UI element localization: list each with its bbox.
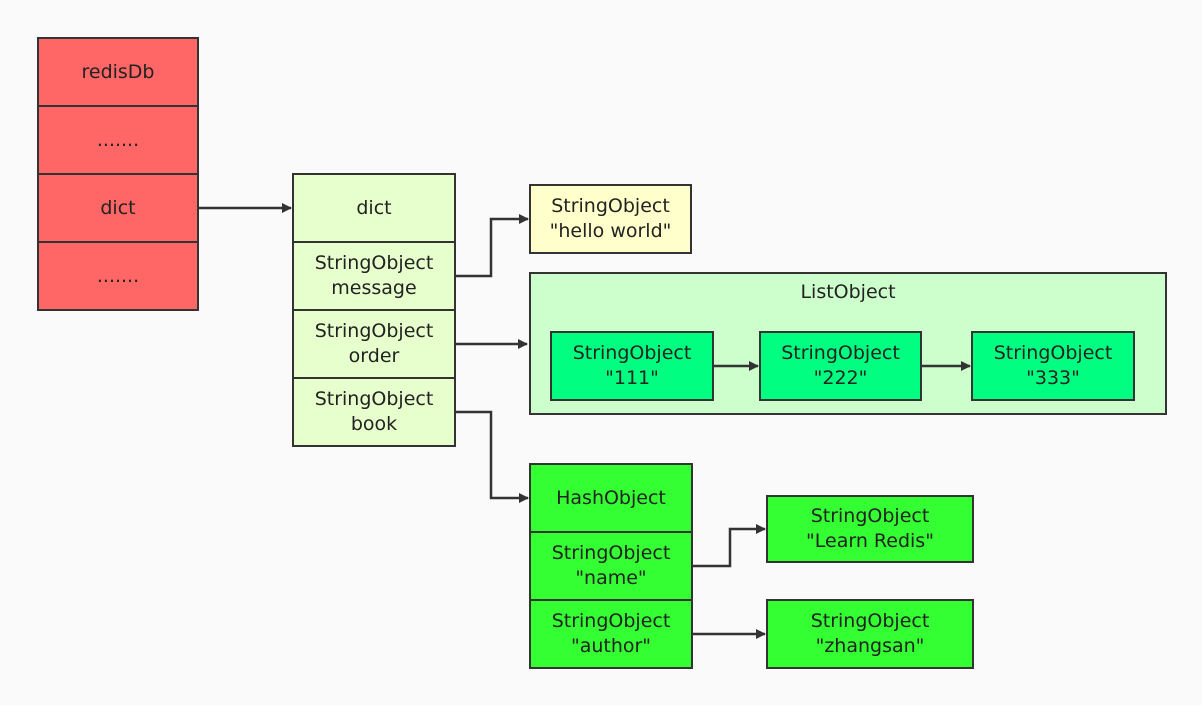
dict-book-cell: StringObject book (292, 377, 456, 447)
redisdb-title-cell: redisDb (37, 37, 199, 107)
arrow-message-to-hello-world (456, 214, 529, 278)
hello-world-string-node: StringObject "hello world" (529, 184, 692, 254)
hash-author-cell: StringObject "author" (529, 599, 693, 669)
hash-name-cell: StringObject "name" (529, 531, 693, 601)
arrow-name-to-learn-redis (693, 524, 766, 568)
list-item-222: StringObject "222" (759, 331, 922, 401)
dict-message-cell: StringObject message (292, 241, 456, 311)
hash-object-title-cell: HashObject (529, 463, 693, 533)
learn-redis-string-node: StringObject "Learn Redis" (766, 495, 974, 563)
dict-order-cell: StringObject order (292, 309, 456, 379)
redisdb-dict-cell: dict (37, 173, 199, 243)
dict-title-cell: dict (292, 173, 456, 243)
zhangsan-string-node: StringObject "zhangsan" (766, 599, 974, 669)
redisdb-ellipsis-cell-2: ....... (37, 241, 199, 311)
list-item-111: StringObject "111" (550, 331, 714, 401)
arrow-book-to-hash-object (456, 410, 529, 503)
list-object-title: ListObject (800, 281, 896, 303)
list-item-333: StringObject "333" (971, 331, 1135, 401)
